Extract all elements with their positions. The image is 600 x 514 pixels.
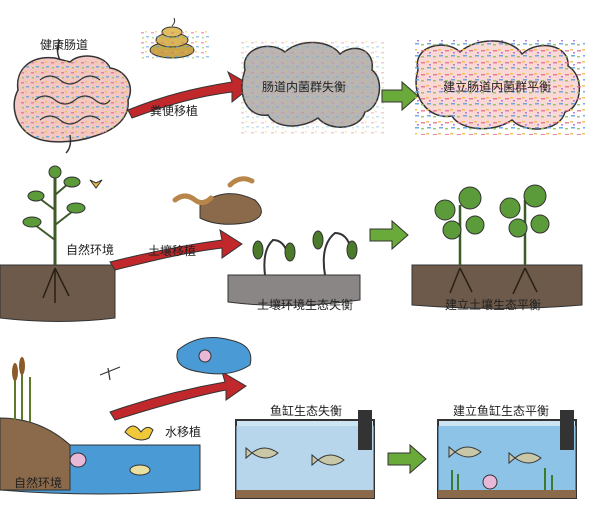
row3-transfer-label: 水移植 <box>165 425 202 439</box>
natural-pond-icon <box>0 357 201 495</box>
row1-transfer-label: 粪便移植 <box>150 104 199 118</box>
healthy-gut-icon <box>13 39 131 154</box>
restored-soil-icon <box>411 184 583 309</box>
natural-soil-icon <box>0 165 116 322</box>
row-gut <box>13 17 585 154</box>
imbalanced-flora-cloud <box>240 40 385 135</box>
balanced-tank-icon <box>437 410 577 499</box>
balanced-flora-cloud <box>415 40 585 135</box>
transfer-arrow-3 <box>109 370 247 421</box>
row-soil <box>0 165 583 322</box>
result-arrow-2 <box>369 219 409 251</box>
degraded-soil-icon <box>227 230 361 307</box>
row1-balance-label: 建立肠道内菌群平衡 <box>443 80 552 94</box>
row1-imbalance-label: 肠道内菌群失衡 <box>262 80 347 94</box>
row3-balance-label: 建立鱼缸生态平衡 <box>453 404 550 418</box>
result-arrow-1 <box>381 80 419 112</box>
imbalanced-tank-icon <box>235 410 375 499</box>
feces-icon <box>140 17 210 60</box>
row2-balance-label: 建立土壤生态平衡 <box>445 298 542 312</box>
row3-imbalance-label: 鱼缸生态失衡 <box>270 404 343 418</box>
row-water <box>0 337 577 499</box>
transfer-arrow-2 <box>109 228 243 271</box>
row2-imbalance-label: 土壤环境生态失衡 <box>257 298 354 312</box>
row2-source-label: 自然环境 <box>66 243 115 257</box>
soil-clump-icon <box>172 176 262 225</box>
row3-source-label: 自然环境 <box>14 476 63 490</box>
row1-source-label: 健康肠道 <box>40 38 89 52</box>
result-arrow-3 <box>387 443 427 475</box>
pond-water-sample-icon <box>176 337 252 375</box>
row2-transfer-label: 土壤移植 <box>148 244 197 258</box>
